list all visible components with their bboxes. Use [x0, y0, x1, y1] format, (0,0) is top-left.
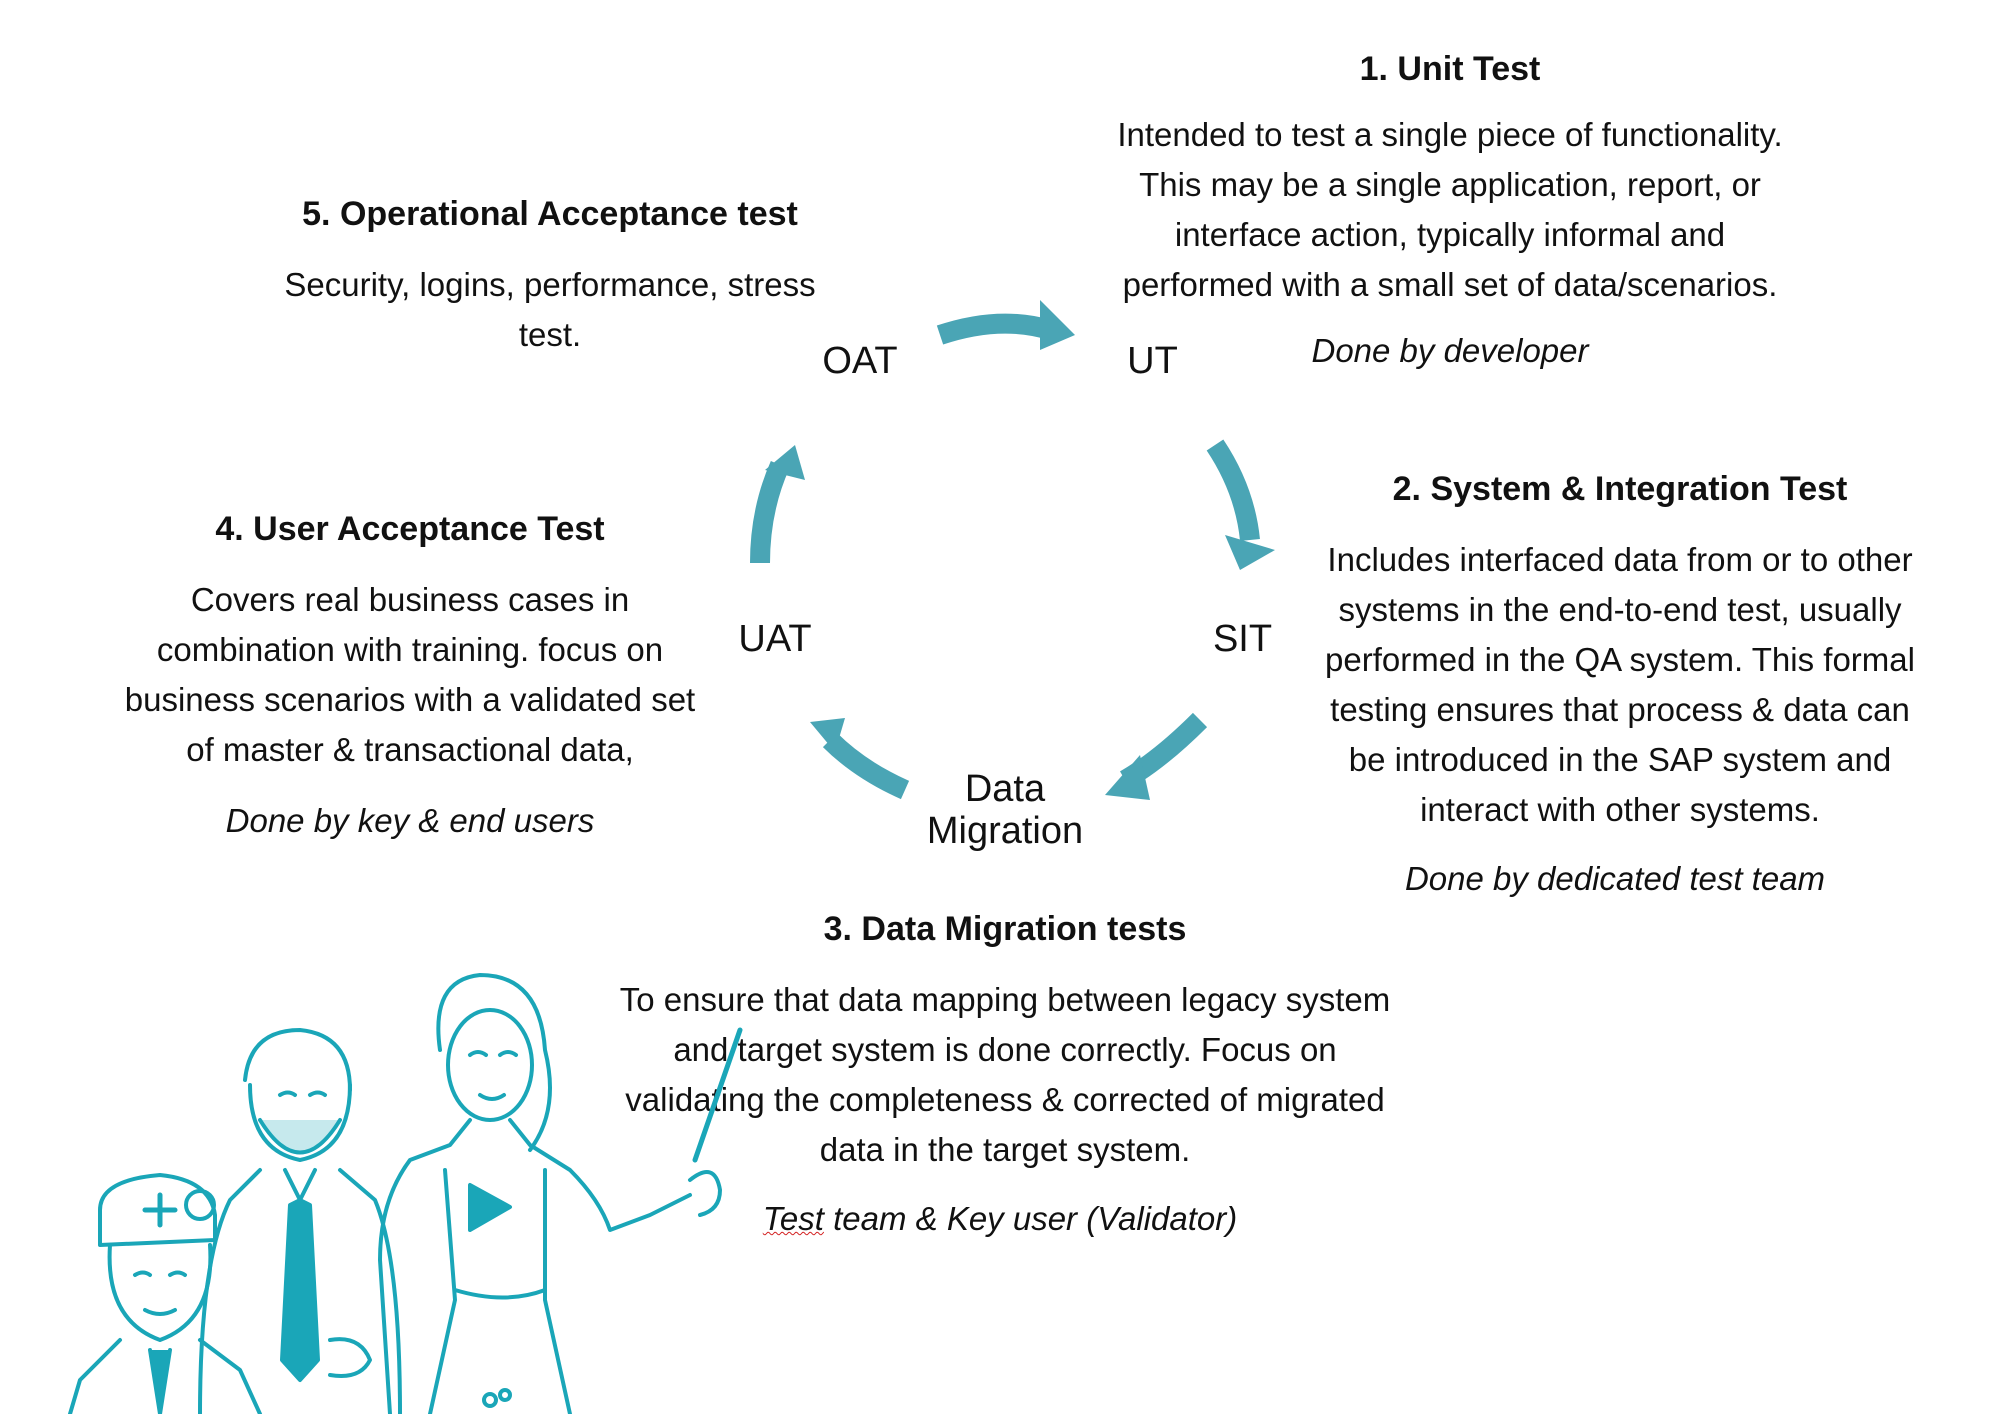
unit-test-body-line: performed with a small set of data/scena… — [1122, 266, 1778, 303]
uat-body-line: Covers real business cases in — [190, 581, 630, 618]
node-oat: OAT — [822, 340, 898, 382]
node-uat: UAT — [738, 618, 812, 660]
node-data-migration-line2: Migration — [926, 810, 1084, 852]
unit-test-body: Intended to test a single piece of funct… — [1040, 110, 1860, 310]
unit-test-body-line: Intended to test a single piece of funct… — [1117, 116, 1783, 153]
data-migration-body-line: validating the completeness & corrected … — [625, 1081, 1385, 1118]
oat-body-line: Security, logins, performance, stress — [284, 266, 816, 303]
uat-title: 4. User Acceptance Test — [215, 510, 605, 548]
curved-arrow-icon-uat-to-oat — [750, 445, 805, 564]
unit-test-body-line: This may be a single application, report… — [1139, 166, 1761, 203]
sit-body: Includes interfaced data from or to othe… — [1290, 535, 1950, 835]
bearded-man-figure — [198, 1028, 402, 1414]
node-data-migration-line1: Data — [964, 768, 1046, 810]
sit-title: 2. System & Integration Test — [1392, 470, 1848, 508]
curved-arrow-icon-oat-to-ut — [936, 300, 1075, 350]
uat-body: Covers real business cases in combinatio… — [100, 575, 720, 775]
curved-arrow-icon-ut-to-sit — [1206, 439, 1275, 570]
uat-note: Done by key & end users — [225, 802, 595, 839]
uat-body-line: of master & transactional data, — [186, 731, 634, 768]
data-migration-title: 3. Data Migration tests — [823, 910, 1187, 948]
unit-test-body-line: interface action, typically informal and — [1174, 216, 1726, 253]
sit-body-line: interact with other systems. — [1420, 791, 1820, 828]
doctor-figure — [68, 1173, 512, 1414]
oat-body-line: test. — [518, 316, 582, 353]
sit-note: Done by dedicated test team — [1404, 860, 1826, 897]
data-migration-body-line: To ensure that data mapping between lega… — [619, 981, 1391, 1018]
unit-test-title: 1. Unit Test — [1359, 50, 1541, 88]
curved-arrow-icon-sit-to-dm — [1105, 712, 1208, 800]
unit-test-note: Done by developer — [1311, 332, 1589, 369]
curved-arrow-icon-dm-to-uat — [810, 718, 910, 800]
woman-figure — [378, 973, 743, 1414]
uat-body-line: combination with training. focus on — [156, 631, 664, 668]
sit-body-line: performed in the QA system. This formal — [1325, 641, 1915, 678]
data-migration-note: Test team & Key user (Validator) — [700, 1200, 1300, 1238]
data-migration-body: To ensure that data mapping between lega… — [560, 975, 1450, 1175]
sit-body-line: testing ensures that process & data can — [1330, 691, 1910, 728]
data-migration-body-line: and target system is done correctly. Foc… — [673, 1031, 1337, 1068]
uat-body-line: business scenarios with a validated set — [124, 681, 696, 718]
sit-body-line: be introduced in the SAP system and — [1348, 741, 1892, 778]
oat-body: Security, logins, performance, stress te… — [260, 260, 840, 360]
data-migration-note-rest: team & Key user (Validator) — [823, 1200, 1238, 1237]
node-sit: SIT — [1212, 618, 1273, 660]
sit-body-line: systems in the end-to-end test, usually — [1338, 591, 1902, 628]
data-migration-body-line: data in the target system. — [819, 1131, 1191, 1168]
data-migration-note-word: Test — [762, 1200, 824, 1237]
node-ut: UT — [1127, 340, 1178, 382]
sit-body-line: Includes interfaced data from or to othe… — [1327, 541, 1913, 578]
oat-title: 5. Operational Acceptance test — [302, 195, 798, 233]
